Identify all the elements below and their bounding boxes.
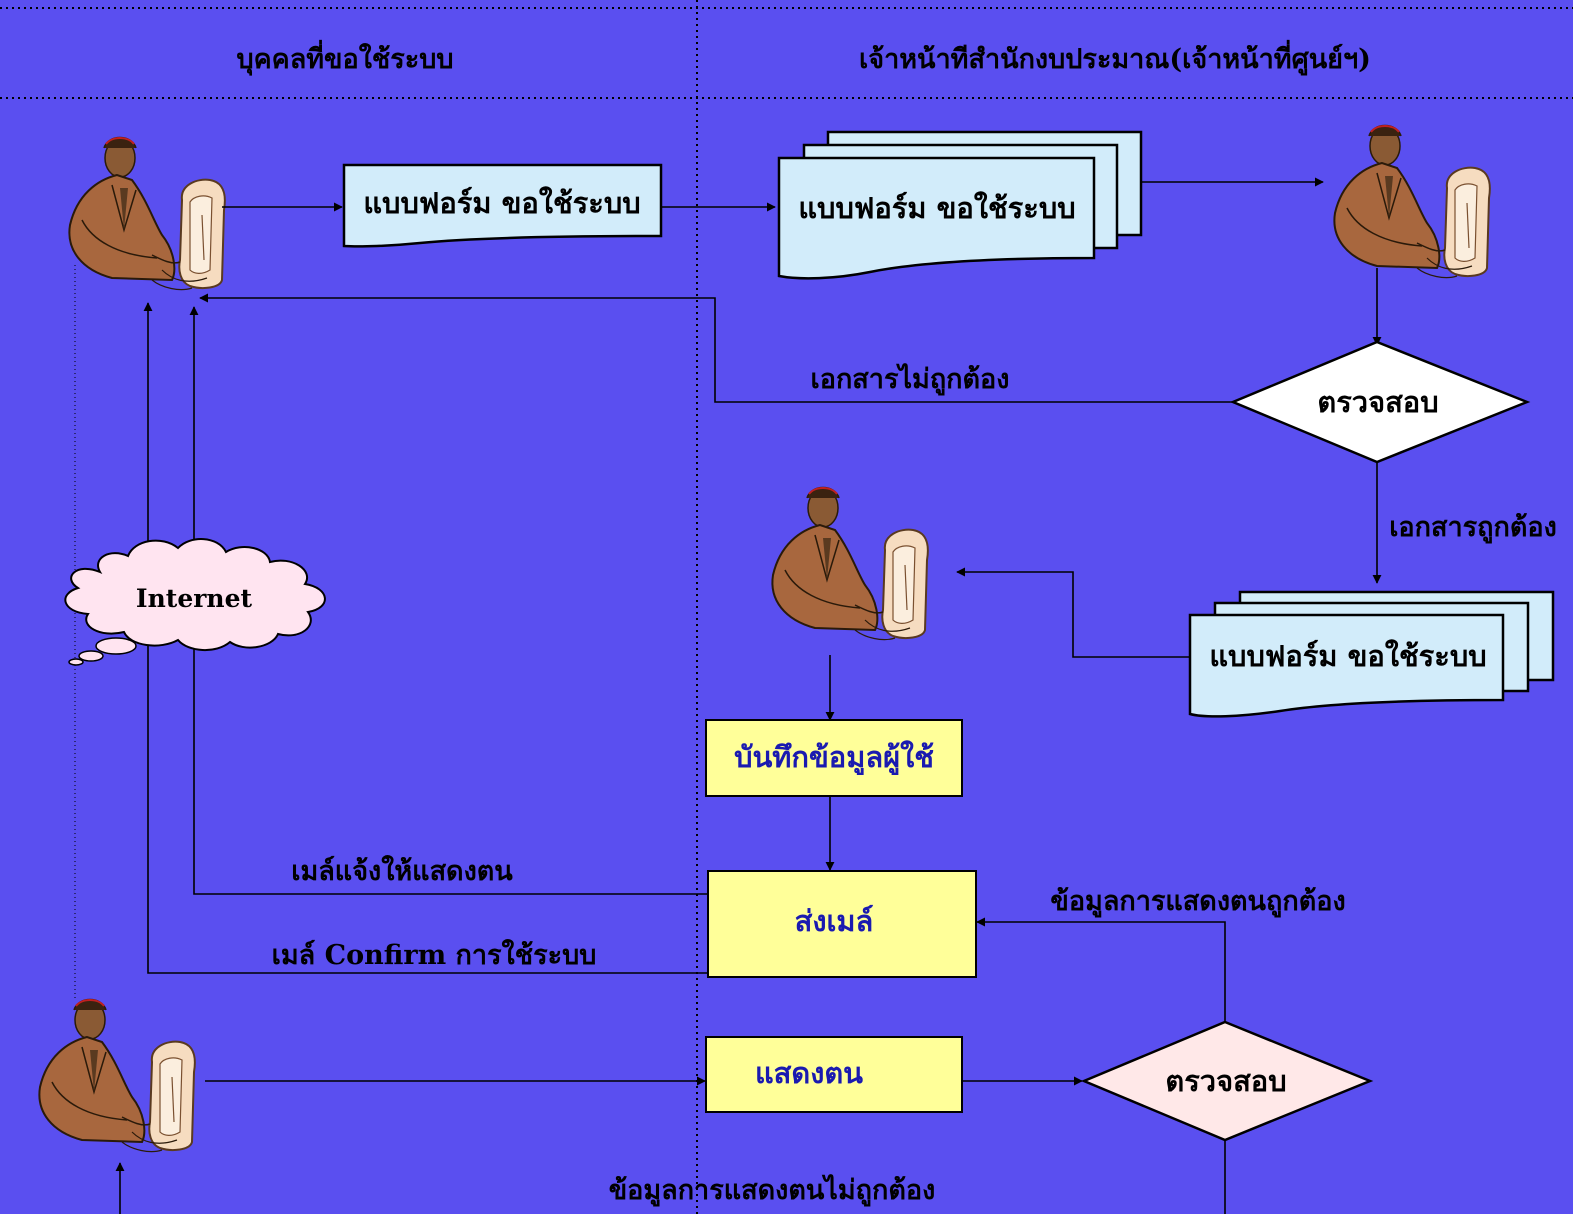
check-documents-decision: ตรวจสอบ <box>1229 340 1531 464</box>
lane-title-staff: เจ้าหน้าทีสำนักงบประมาณ(เจ้าหน้าที่ศูนย์… <box>859 39 1371 76</box>
person-computer-icon <box>68 136 226 291</box>
send-mail-label: ส่งเมล์ <box>795 904 874 938</box>
edge-identity-valid <box>976 917 1226 1022</box>
mail-notify-label: เมล์แจ้งให้แสดงตน <box>291 855 513 887</box>
identity-valid-label: ข้อมูลการแสดงตนถูกต้อง <box>1050 886 1345 918</box>
docs-invalid-label: เอกสารไม่ถูกต้อง <box>811 363 1010 396</box>
user-form-document: แบบฟอร์ม ขอใช้ระบบ <box>342 163 663 248</box>
lane-title-user: บุคคลที่ขอใช้ระบบ <box>236 39 453 76</box>
check-documents-label: ตรวจสอบ <box>1317 385 1438 419</box>
check-identity-decision: ตรวจสอบ <box>1080 1020 1374 1142</box>
staff-form-document-stack: แบบฟอร์ม ขอใช้ระบบ <box>777 130 1143 280</box>
record-user-process: บันทึกข้อมูลผู้ใช้ <box>705 719 963 797</box>
check-identity-label: ตรวจสอบ <box>1165 1064 1286 1098</box>
edge-docs-invalid <box>199 293 1232 403</box>
approved-form-document-stack: แบบฟอร์ม ขอใช้ระบบ <box>1188 590 1555 718</box>
staff-form-label: แบบฟอร์ม ขอใช้ระบบ <box>798 191 1075 225</box>
identity-invalid-label: ข้อมูลการแสดงตนไม่ถูกต้อง <box>609 1174 936 1207</box>
docs-valid-label: เอกสารถูกต้อง <box>1389 512 1557 544</box>
send-mail-process: ส่งเมล์ <box>707 870 977 978</box>
internet-label: Internet <box>136 584 253 613</box>
person-computer-icon <box>38 998 196 1153</box>
record-user-label: บันทึกข้อมูลผู้ใช้ <box>734 740 934 775</box>
edge-mail-notify <box>189 306 708 895</box>
mail-confirm-label: เมล์ Confirm การใช้ระบบ <box>272 939 597 971</box>
person-computer-icon <box>771 486 929 641</box>
approved-form-label: แบบฟอร์ม ขอใช้ระบบ <box>1209 639 1486 673</box>
person-computer-icon <box>1333 124 1491 279</box>
user-form-label: แบบฟอร์ม ขอใช้ระบบ <box>363 186 640 220</box>
internet-cloud: Internet <box>64 538 326 666</box>
identify-label: แสดงตน <box>755 1056 863 1090</box>
identify-process: แสดงตน <box>705 1036 963 1113</box>
edge-approved-form-to-staff <box>956 567 1190 658</box>
